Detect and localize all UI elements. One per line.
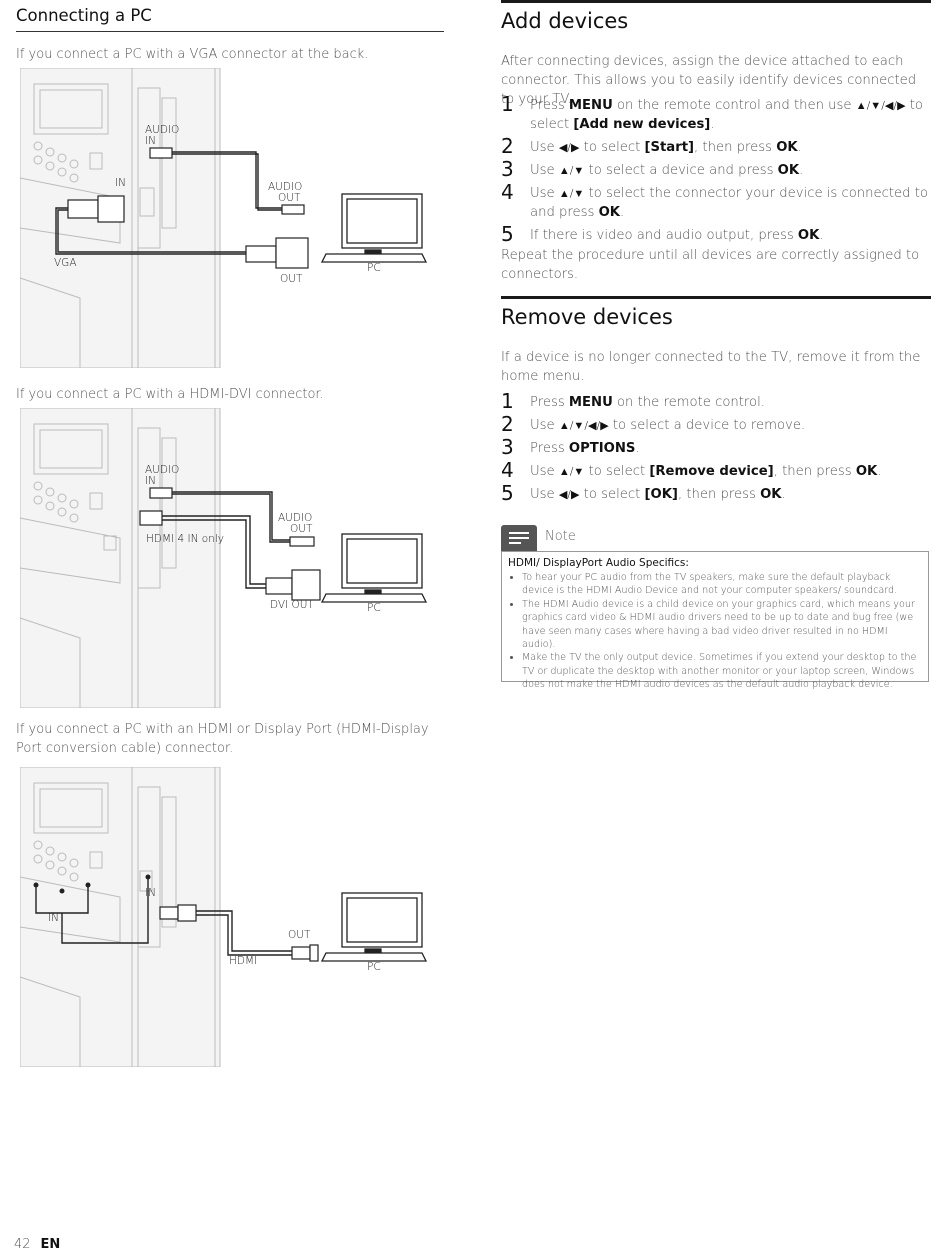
label-pc-3: PC (367, 961, 381, 973)
note-box: HDMI/ DisplayPort Audio Specifics: To he… (501, 551, 929, 690)
page-footer: 42 EN (14, 1237, 60, 1252)
note-item: To hear your PC audio from the TV speake… (522, 571, 920, 598)
label-audio-out-1a: AUDIO (268, 181, 302, 193)
label-in-1: IN (115, 177, 126, 189)
label-dvi-out: DVI OUT (270, 599, 314, 611)
note-item: The HDMI Audio device is a child device … (522, 598, 920, 652)
label-audio-out-2b: OUT (290, 523, 313, 535)
note-item: Make the TV the only output device. Some… (522, 651, 920, 691)
label-audio-in-1a: AUDIO (145, 124, 179, 136)
label-audio-out-2a: AUDIO (278, 512, 312, 524)
add-devices-intro: After connecting devices, assign the dev… (501, 54, 917, 107)
add-devices-outro: Repeat the procedure until all devices a… (501, 248, 920, 282)
note-label: Note (545, 529, 576, 544)
note-icon (501, 525, 537, 551)
label-audio-in-2b: IN (145, 475, 156, 487)
label-out-3: OUT (288, 929, 311, 941)
remove-devices-intro: If a device is no longer connected to th… (501, 350, 921, 384)
page-number: 42 (14, 1237, 31, 1252)
label-in-3-left: IN (48, 912, 59, 924)
vga-diagram-svg: AUDIO IN IN AUDIO OUT VGA OUT PC (20, 68, 428, 368)
label-out-1: OUT (280, 273, 303, 285)
caption-vga: If you connect a PC with a VGA connector… (16, 47, 369, 62)
label-in-3-right: IN (145, 887, 156, 899)
dvi-diagram-svg: AUDIO IN HDMI 4 IN only AUDIO OUT DVI OU… (20, 408, 428, 708)
language-code: EN (40, 1237, 61, 1252)
label-vga: VGA (54, 257, 77, 269)
label-pc-1: PC (367, 262, 381, 274)
label-hdmi4-in-only: HDMI 4 IN only (146, 533, 224, 545)
label-hdmi: HDMI (229, 955, 257, 967)
section-title-add-devices: Add devices (501, 0, 931, 33)
label-pc-2: PC (367, 602, 381, 614)
section-title-connecting-pc: Connecting a PC (16, 6, 444, 32)
diagram-hdmi-displayport: IN IN OUT HDMI PC (20, 767, 430, 1067)
hdmi-diagram-svg: IN IN OUT HDMI PC (20, 767, 428, 1067)
label-audio-out-1b: OUT (278, 192, 301, 204)
section-title-remove-devices: Remove devices (501, 296, 931, 329)
caption-hdmi-dvi: If you connect a PC with a HDMI-DVI conn… (16, 387, 324, 402)
note-title: HDMI/ DisplayPort Audio Specifics: (508, 557, 689, 569)
label-audio-in-1b: IN (145, 135, 156, 147)
label-audio-in-2a: AUDIO (145, 464, 179, 476)
caption-hdmi-displayport: If you connect a PC with an HDMI or Disp… (16, 722, 429, 756)
note-list: To hear your PC audio from the TV speake… (508, 571, 920, 692)
diagram-hdmi-dvi: AUDIO IN HDMI 4 IN only AUDIO OUT DVI OU… (20, 408, 430, 708)
diagram-vga: AUDIO IN IN AUDIO OUT VGA OUT PC (20, 68, 430, 368)
note-header: Note (501, 525, 931, 551)
